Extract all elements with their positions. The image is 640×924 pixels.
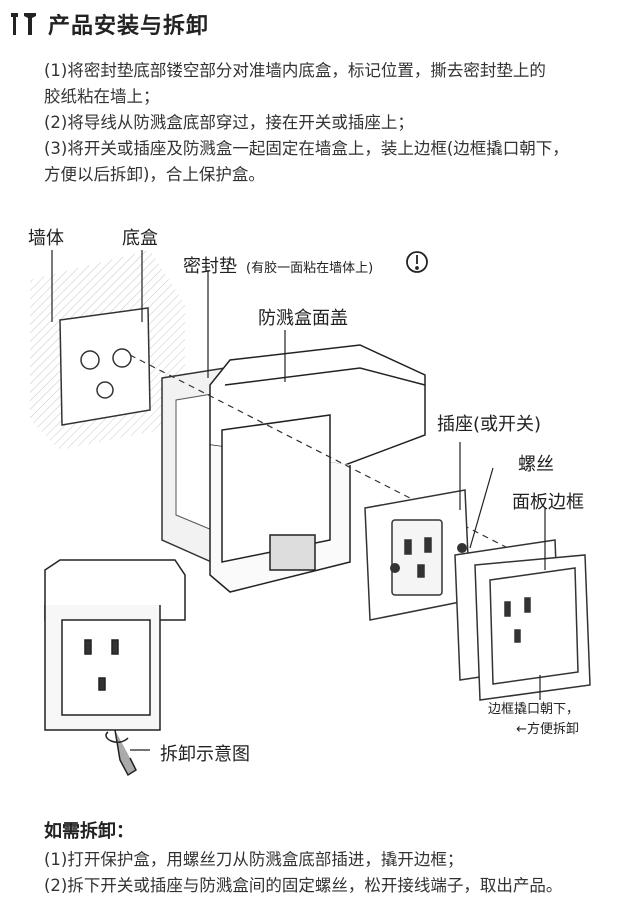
screw-illustration: [390, 543, 467, 573]
warning-icon: [406, 251, 428, 273]
removal-title: 如需拆卸：: [44, 821, 134, 842]
frame-note: 边框撬口朝下， ←方便拆卸: [488, 700, 579, 740]
panel-frame-illustration: [454, 539, 591, 701]
wall-box-illustration: [59, 307, 151, 426]
install-step-line: (2)将导线从防溅盒底部穿过，接在开关或插座上；: [44, 113, 414, 132]
socket-illustration: [364, 489, 471, 621]
removal-step-line: (1)打开保护盒，用螺丝刀从防溅盒底部插进，撬开边框；: [44, 850, 464, 869]
label-frame: 面板边框: [512, 492, 584, 513]
frame-note-line: ←方便拆卸: [516, 722, 580, 737]
install-step-line: 胶纸粘在墙上；: [44, 87, 160, 106]
frame-note-line: 边框撬口朝下，: [488, 702, 580, 717]
label-box: 底盒: [122, 228, 158, 249]
page-title: 产品安装与拆卸: [48, 14, 210, 39]
label-gasket: 密封垫: [183, 256, 237, 277]
label-socket: 插座(或开关): [437, 414, 542, 435]
label-cover: 防溅盒面盖: [258, 308, 348, 329]
label-disassembly: 拆卸示意图: [160, 744, 250, 765]
label-gasket-note: (有胶一面粘在墙体上): [246, 261, 374, 276]
removal-steps: (1)打开保护盒，用螺丝刀从防溅盒底部插进，撬开边框； (2)拆下开关或插座与防…: [44, 847, 562, 899]
disassembly-illustration: [44, 559, 186, 777]
header: 产品安装与拆卸: [8, 8, 209, 40]
tools-icon: [11, 13, 36, 35]
installation-diagram: [30, 250, 591, 777]
label-screw: 螺丝: [518, 454, 554, 475]
removal-step-line: (2)拆下开关或插座与防溅盒间的固定螺丝，松开接线端子，取出产品。: [44, 876, 563, 895]
splash-cover-illustration: [209, 344, 426, 593]
install-step-line: (1)将密封垫底部镂空部分对准墙内底盒，标记位置，撕去密封垫上的: [44, 61, 546, 80]
install-step-line: 方便以后拆卸)，合上保护盒。: [44, 165, 265, 184]
label-wall: 墙体: [28, 228, 64, 249]
install-step-line: (3)将开关或插座及防溅盒一起固定在墙盒上，装上边框(边框撬口朝下，: [44, 139, 569, 158]
install-steps: (1)将密封垫底部镂空部分对准墙内底盒，标记位置，撕去密封垫上的 胶纸粘在墙上；…: [44, 58, 624, 188]
